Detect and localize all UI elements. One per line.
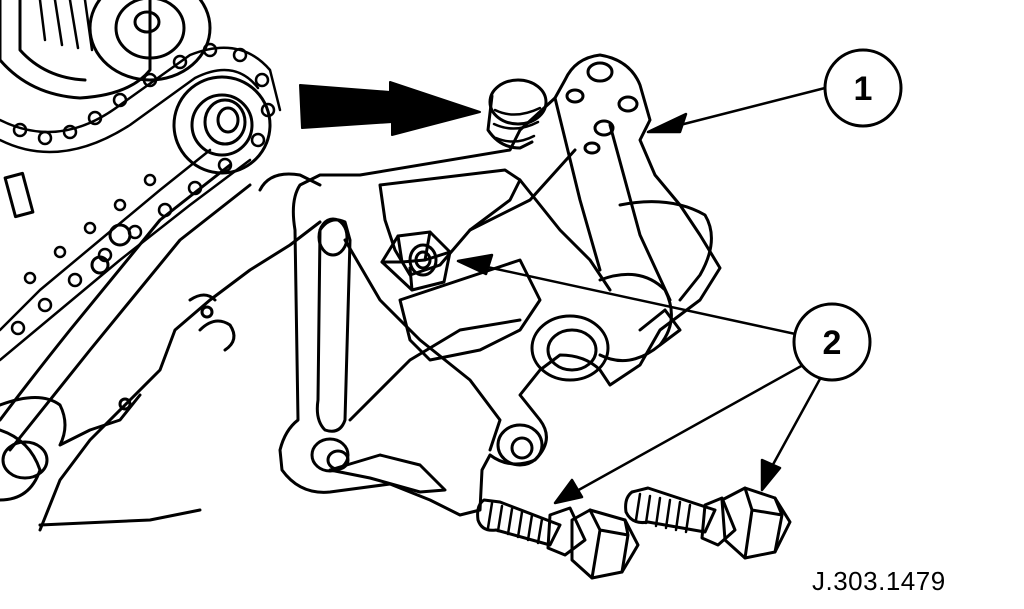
pump-body	[530, 200, 713, 382]
idler-sprocket	[172, 75, 272, 175]
pulley-hub	[486, 78, 548, 150]
figure-reference-code: J.303.1479	[812, 566, 946, 596]
callout-1-label: 1	[854, 70, 873, 108]
bracket-frame	[278, 53, 722, 517]
callout-2-label: 2	[823, 324, 842, 362]
bolt-left	[476, 498, 640, 580]
callout-2: 2	[792, 302, 872, 382]
center-nut	[380, 230, 452, 292]
pump-bracket-assembly	[278, 53, 722, 517]
timing-chain	[0, 42, 282, 362]
bolt-right	[624, 486, 792, 560]
engine-background	[0, 0, 322, 532]
engine-front-cover	[0, 172, 322, 532]
direction-arrow	[299, 81, 481, 136]
leader-lines	[456, 86, 828, 505]
camshaft-sprocket	[0, 0, 212, 100]
chain-guide	[0, 163, 252, 452]
callout-1: 1	[823, 48, 903, 128]
